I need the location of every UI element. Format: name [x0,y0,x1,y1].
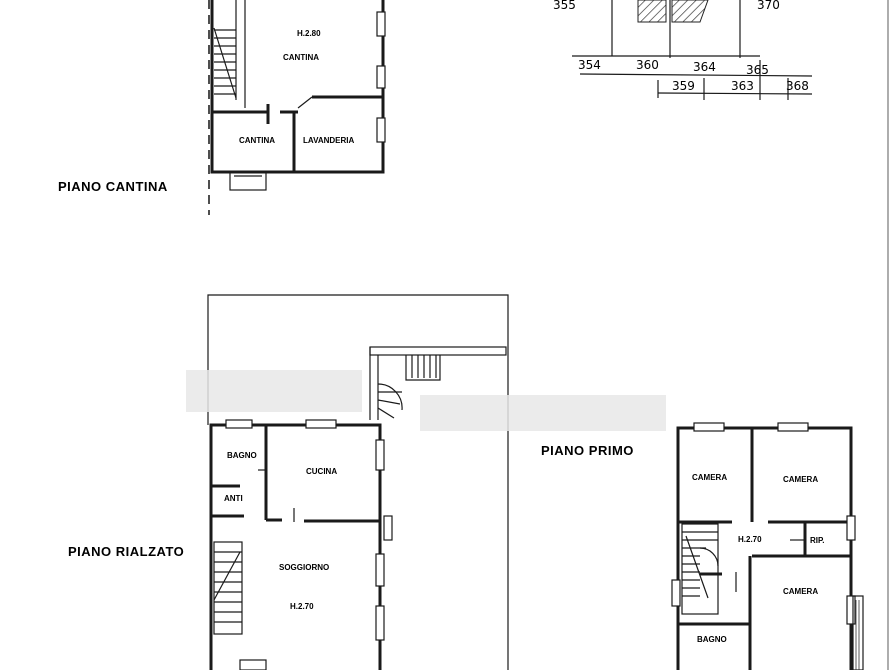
label-rialzato-height: H.2.70 [290,602,314,611]
label-rip: RIP. [810,536,825,545]
label-cantina-height: H.2.80 [297,29,321,38]
label-camera-1: CAMERA [692,473,727,482]
parcel-number: 368 [786,79,809,93]
label-primo-height: H.2.70 [738,535,762,544]
parcel-number: 363 [731,79,754,93]
label-bagno-rialzato: BAGNO [227,451,257,460]
cadastral-map [572,0,813,100]
watermark-blur [420,395,666,431]
stair-external [369,346,507,420]
floor-title-cantina: PIANO CANTINA [58,179,168,194]
label-bagno-primo: BAGNO [697,635,727,644]
label-cantina-main: CANTINA [283,53,319,62]
label-anti: ANTI [224,494,243,503]
stair-primo [681,523,719,615]
parcel-number: 359 [672,79,695,93]
watermark-blur [186,370,362,412]
label-camera-2: CAMERA [783,475,818,484]
stair-cantina [213,0,246,108]
label-lavanderia: LAVANDERIA [303,136,354,145]
plan-cantina [208,0,386,215]
parcel-number-top-right: 370 [757,0,780,12]
label-cucina: CUCINA [306,467,337,476]
parcel-number: 360 [636,58,659,72]
plan-primo [671,422,864,670]
stair-rialzato [213,541,243,635]
parcel-number: 365 [746,63,769,77]
label-soggiorno: SOGGIORNO [279,563,329,572]
parcel-number: 364 [693,60,716,74]
parcel-number: 354 [578,58,601,72]
floor-title-primo: PIANO PRIMO [541,443,634,458]
label-cantina-small: CANTINA [239,136,275,145]
parcel-number-top-left: 355 [553,0,576,12]
floor-title-rialzato: PIANO RIALZATO [68,544,184,559]
label-camera-3: CAMERA [783,587,818,596]
plan-rialzato [207,294,509,670]
